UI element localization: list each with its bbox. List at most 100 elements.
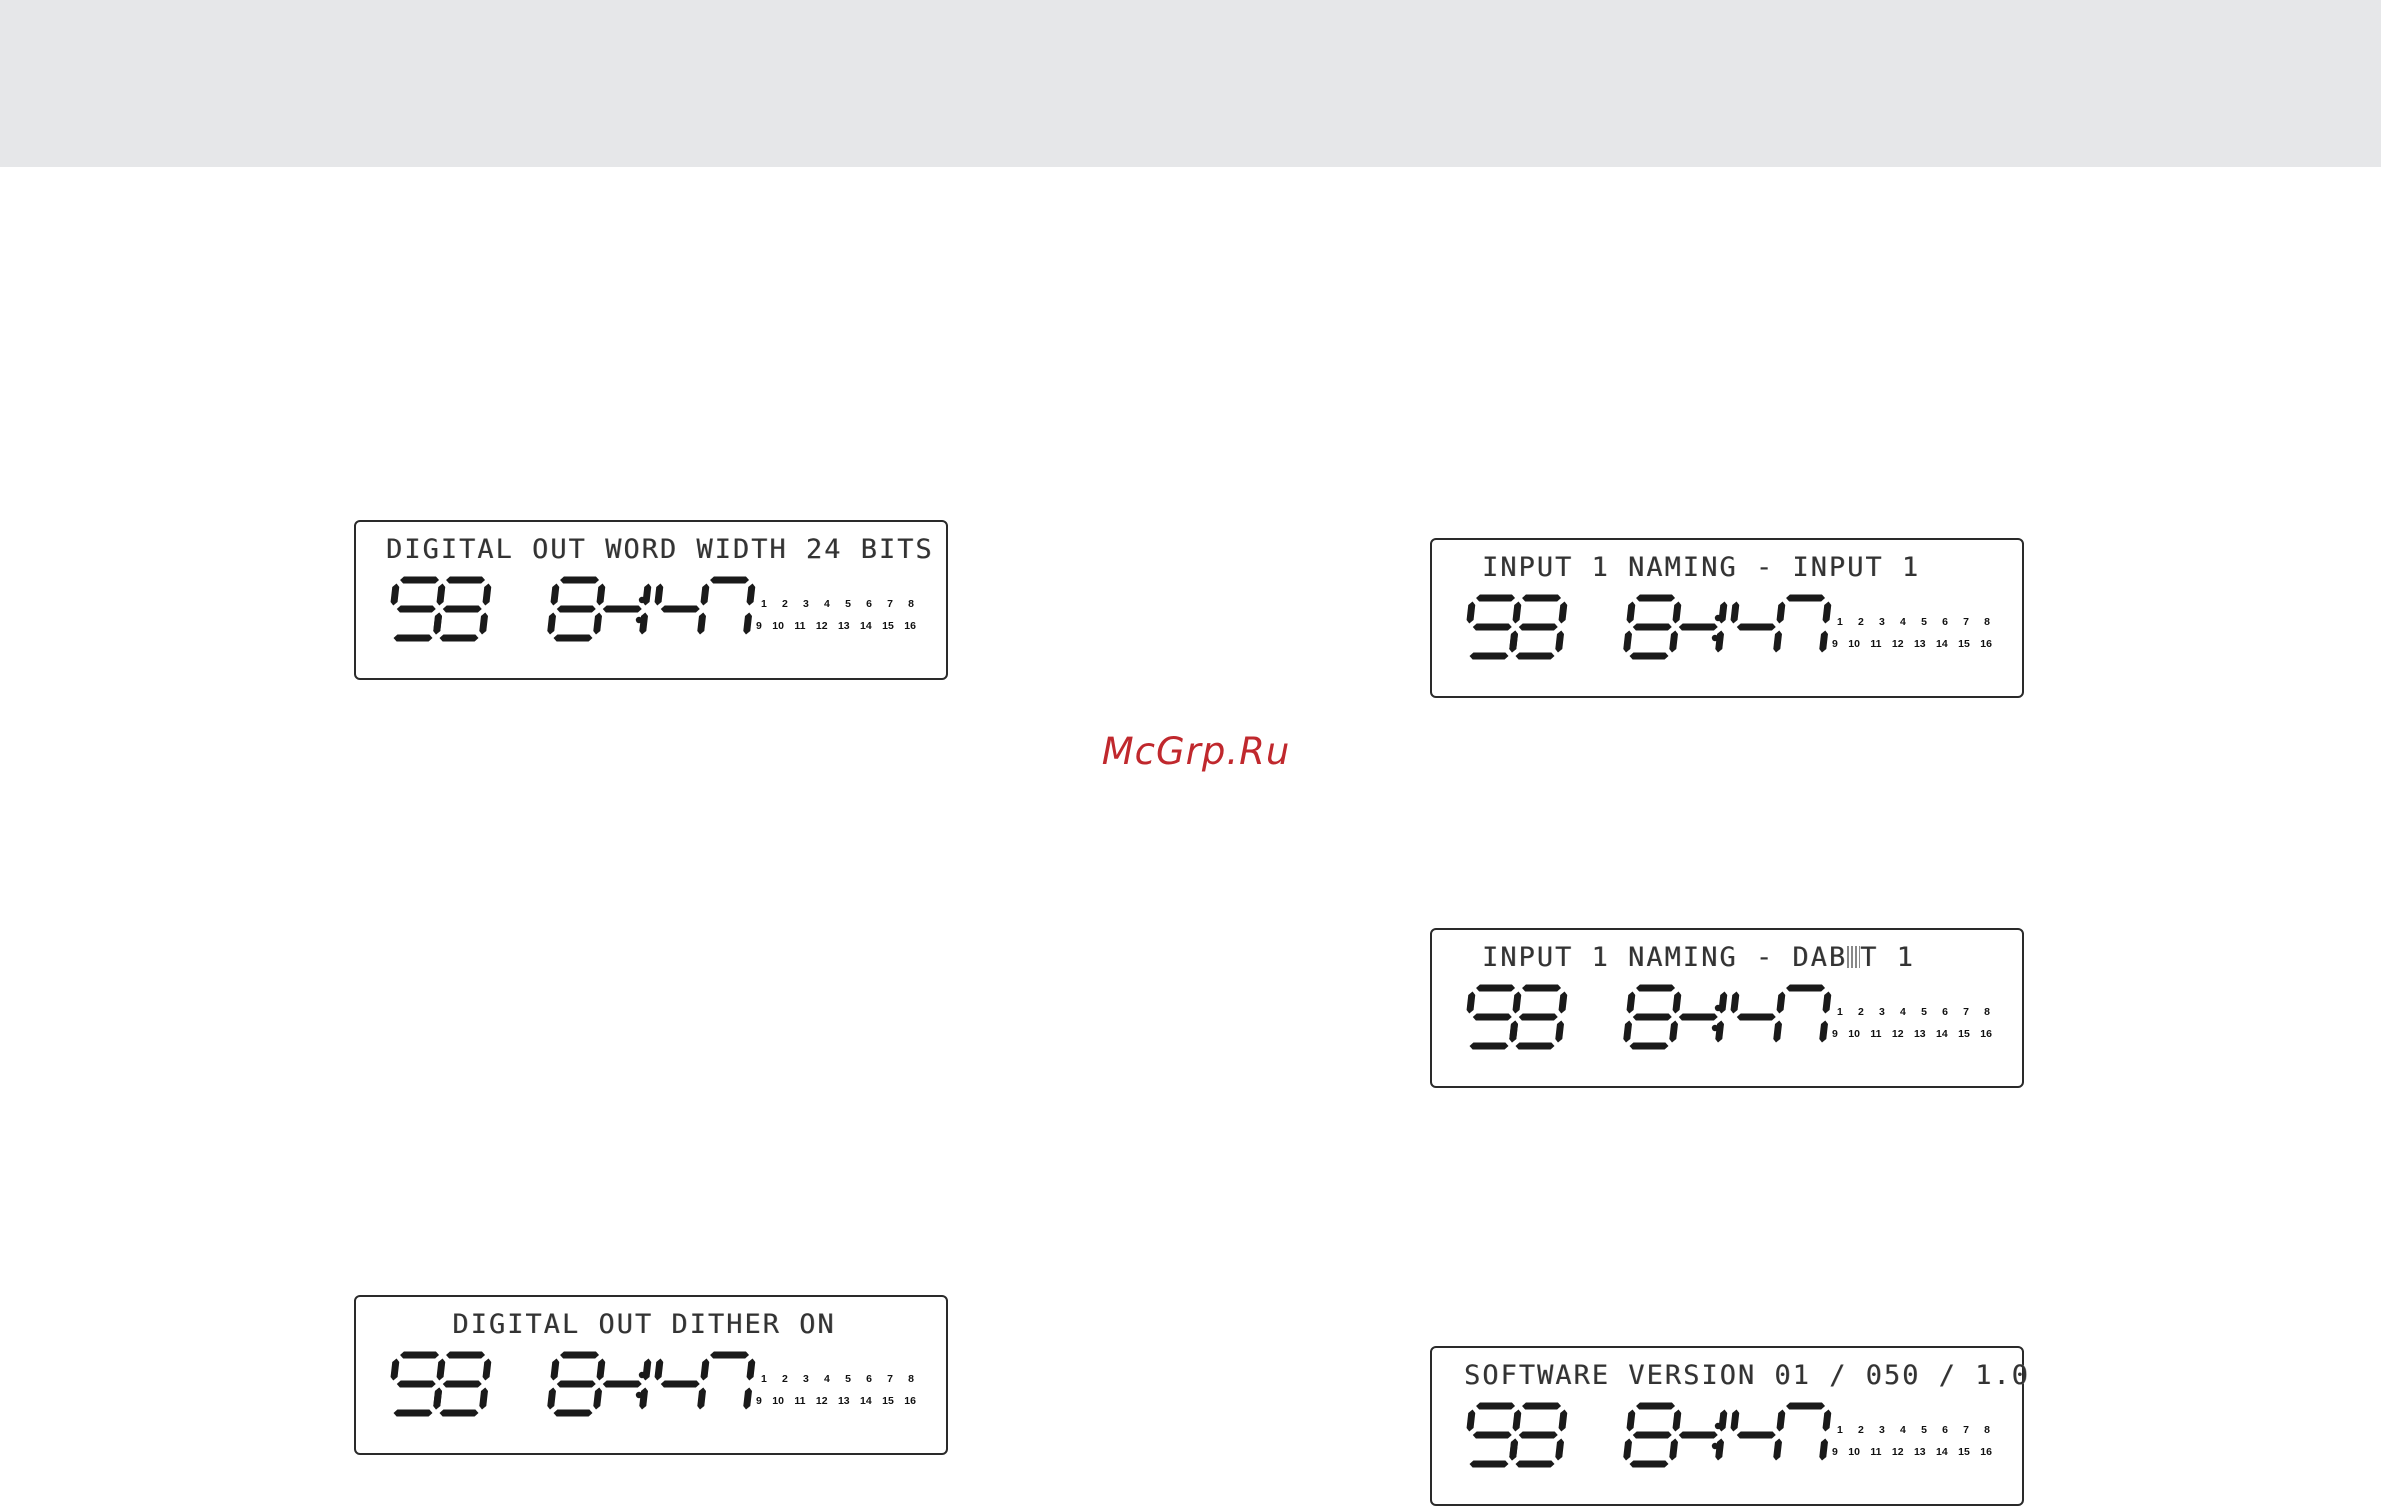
track-number: 2 <box>1858 616 1864 628</box>
track-number: 1 <box>1837 1006 1843 1018</box>
segment-b <box>482 583 492 606</box>
segment-g <box>1678 1431 1718 1439</box>
seven-segment-readout <box>1462 984 1882 1056</box>
segment-c <box>479 612 488 635</box>
segment-digit <box>596 1358 652 1410</box>
segment-f <box>1672 601 1682 624</box>
segment-g <box>1472 623 1512 631</box>
segment-e <box>1509 630 1518 653</box>
segment-g <box>1736 1013 1776 1021</box>
segment-c <box>1773 1438 1782 1461</box>
segment-f <box>436 1358 446 1381</box>
watermark-text: McGrp.Ru <box>1101 730 1291 773</box>
track-number: 9 <box>756 1395 762 1407</box>
track-number: 16 <box>1980 638 1992 650</box>
track-number: 4 <box>1900 1006 1906 1018</box>
track-number: 7 <box>1963 616 1969 628</box>
segment-digit <box>1509 1402 1568 1468</box>
segment-c <box>697 612 706 635</box>
segment-f <box>596 583 606 606</box>
segment-digit <box>547 1351 602 1417</box>
lcd-message: DIGITAL OUT WORD WIDTH 24 BITS <box>386 534 934 565</box>
lcd-message-after-cursor: T 1 <box>1860 942 1915 973</box>
track-number: 8 <box>1984 616 1990 628</box>
segment-a <box>1476 984 1516 992</box>
track-number: 1 <box>1837 1424 1843 1436</box>
segment-f <box>390 583 400 606</box>
segment-d <box>1515 1042 1555 1050</box>
segment-g <box>442 605 482 613</box>
segment-c <box>1715 630 1724 653</box>
segment-g <box>1678 623 1718 631</box>
segment-digit <box>433 576 492 642</box>
track-number: 12 <box>1891 1028 1904 1040</box>
track-number: 1 <box>1837 616 1843 628</box>
segment-b <box>700 1358 710 1381</box>
segment-digit <box>654 583 710 635</box>
colon-dot <box>635 616 643 624</box>
lcd-message: SOFTWARE VERSION 01 / 050 / 1.0 <box>1464 1360 2030 1391</box>
track-number: 9 <box>756 620 762 632</box>
segment-g <box>1678 1013 1718 1021</box>
segment-f <box>1512 991 1522 1014</box>
colon-dot <box>1711 1442 1719 1450</box>
lcd-message: INPUT 1 NAMING - INPUT 1 <box>1482 552 1921 583</box>
segment-c <box>593 1387 602 1410</box>
track-number: 15 <box>1958 1028 1970 1040</box>
segment-a <box>400 576 440 584</box>
segment-f <box>1730 991 1740 1014</box>
segment-c <box>1669 630 1678 653</box>
segment-d <box>439 634 479 642</box>
segment-d <box>553 634 593 642</box>
seven-segment-readout <box>386 1351 806 1423</box>
track-number: 10 <box>1848 1446 1860 1458</box>
track-number: 4 <box>1900 1424 1906 1436</box>
track-number: 16 <box>1980 1028 1992 1040</box>
track-number: 15 <box>882 1395 894 1407</box>
segment-digit <box>1623 594 1678 660</box>
segment-f <box>550 1358 560 1381</box>
segment-c <box>1555 1438 1564 1461</box>
seven-segment-svg <box>1466 1402 1832 1468</box>
track-number: 15 <box>882 620 894 632</box>
seven-segment-svg <box>1466 984 1832 1050</box>
segment-a <box>1476 594 1516 602</box>
segment-f <box>436 583 446 606</box>
segment-c <box>639 612 648 635</box>
segment-digit <box>1623 1402 1678 1468</box>
track-number: 11 <box>794 620 806 632</box>
segment-a <box>1476 1402 1516 1410</box>
segment-a <box>446 576 486 584</box>
segment-e <box>547 1387 556 1410</box>
segment-digit <box>1672 1409 1728 1461</box>
segment-g <box>1518 1013 1558 1021</box>
segment-a <box>400 1351 440 1359</box>
segment-d <box>439 1409 479 1417</box>
track-number: 4 <box>824 598 830 610</box>
segment-f <box>390 1358 400 1381</box>
segment-d <box>553 1409 593 1417</box>
track-number: 4 <box>1900 616 1906 628</box>
segment-digit <box>1672 601 1728 653</box>
segment-e <box>1509 1438 1518 1461</box>
segment-f <box>654 1358 664 1381</box>
segment-digit <box>654 1358 710 1410</box>
track-number: 16 <box>904 620 916 632</box>
segment-f <box>1672 1409 1682 1432</box>
segment-digit <box>710 576 756 635</box>
seven-segment-svg <box>390 1351 756 1417</box>
segment-d <box>393 1409 433 1417</box>
segment-c <box>743 1387 752 1410</box>
segment-c <box>479 1387 488 1410</box>
track-number: 5 <box>1921 1006 1927 1018</box>
track-number: 2 <box>782 1373 788 1385</box>
segment-b <box>1558 601 1568 624</box>
segment-c <box>697 1387 706 1410</box>
